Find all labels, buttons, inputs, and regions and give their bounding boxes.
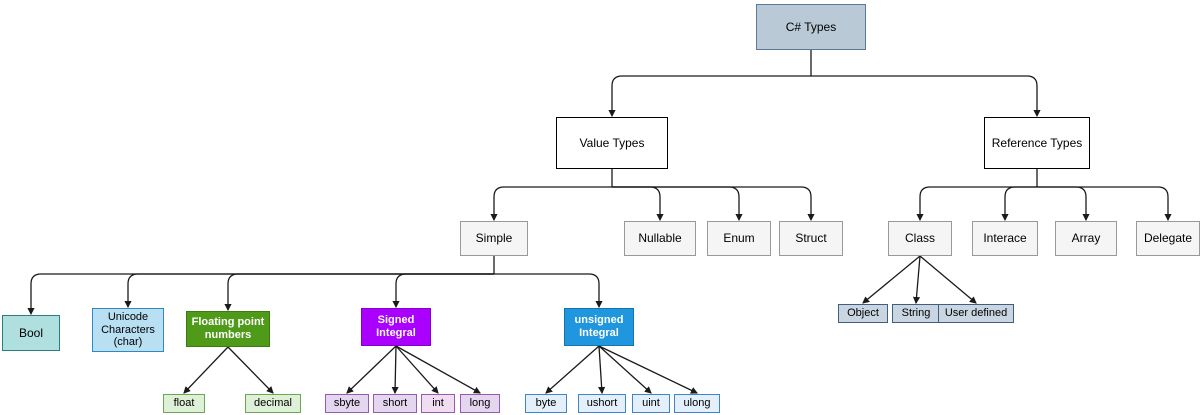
edge-simple-to-unicode-char — [124, 273, 494, 309]
edge-signed-integral-to-long — [395, 345, 481, 394]
node-label: Enum — [723, 231, 755, 246]
node-nullable[interactable]: Nullable — [624, 221, 696, 256]
node-interace[interactable]: Interace — [972, 221, 1038, 256]
node-bool[interactable]: Bool — [2, 315, 60, 351]
node-ushort[interactable]: ushort — [578, 394, 626, 413]
node-label: Interace — [983, 231, 1027, 246]
edge-class-to-object — [862, 255, 921, 304]
node-array[interactable]: Array — [1055, 221, 1117, 256]
node-delegate[interactable]: Delegate — [1136, 221, 1200, 256]
node-label: Delegate — [1143, 231, 1193, 246]
node-label: ulong — [683, 397, 711, 410]
edge-reference-types-to-array — [1037, 186, 1090, 222]
edge-simple-to-signed-integral — [392, 273, 494, 309]
edge-reference-types-to-interace — [1001, 186, 1037, 222]
node-float[interactable]: float — [163, 394, 205, 413]
node-label: short — [382, 397, 408, 410]
node-label: Simple — [475, 231, 513, 246]
node-label: uint — [642, 397, 660, 410]
node-user-defined[interactable]: User defined — [938, 304, 1014, 323]
edge-unsigned-integral-to-uint — [598, 345, 652, 394]
node-label: long — [469, 397, 491, 410]
node-short[interactable]: short — [373, 394, 417, 413]
node-string[interactable]: String — [892, 304, 940, 323]
node-reference-types[interactable]: Reference Types — [984, 117, 1090, 169]
node-label: Struct — [795, 231, 827, 246]
node-simple[interactable]: Simple — [460, 221, 528, 256]
node-long[interactable]: long — [460, 394, 500, 413]
edge-value-types-to-simple — [490, 186, 612, 222]
edge-value-types-to-nullable — [612, 186, 664, 222]
node-sbyte[interactable]: sbyte — [325, 394, 369, 413]
node-enum[interactable]: Enum — [707, 221, 771, 256]
node-label: Nullable — [638, 231, 682, 246]
node-label: sbyte — [333, 397, 361, 410]
edge-unsigned-integral-to-ulong — [598, 345, 698, 394]
edge-simple-to-bool — [27, 273, 494, 316]
node-ulong[interactable]: ulong — [674, 394, 720, 413]
edge-signed-integral-to-int — [395, 345, 439, 394]
edge-signed-integral-to-short — [391, 345, 399, 395]
node-struct[interactable]: Struct — [779, 221, 843, 256]
edge-class-to-string — [912, 255, 921, 305]
node-label: User defined — [944, 307, 1008, 320]
edge-class-to-user-defined — [919, 255, 977, 304]
edge-reference-types-to-class — [916, 186, 1037, 222]
node-label: Class — [904, 231, 935, 246]
node-label: Object — [847, 307, 879, 320]
edge-unsigned-integral-to-byte — [545, 345, 600, 394]
edge-value-types-to-struct — [612, 186, 815, 222]
edge-signed-integral-to-sbyte — [346, 345, 397, 394]
node-label: ushort — [586, 397, 618, 410]
edge-csharp-types-to-value-types — [608, 75, 811, 118]
edge-csharp-types-to-reference-types — [811, 75, 1041, 118]
node-value-types[interactable]: Value Types — [556, 117, 668, 169]
edge-value-types-to-enum — [612, 186, 743, 222]
node-label: int — [432, 397, 444, 410]
edge-floating-point-to-decimal — [227, 346, 274, 394]
node-label: byte — [535, 397, 557, 410]
node-decimal[interactable]: decimal — [245, 394, 301, 413]
edge-reference-types-to-delegate — [1037, 186, 1172, 222]
node-label: Reference Types — [991, 135, 1083, 150]
node-class[interactable]: Class — [888, 221, 952, 256]
node-label: C# Types — [785, 19, 837, 34]
edge-unsigned-integral-to-ushort — [598, 345, 606, 395]
edge-floating-point-to-float — [183, 346, 229, 394]
node-uint[interactable]: uint — [632, 394, 670, 413]
edge-simple-to-floating-point — [224, 273, 494, 312]
node-label: float — [173, 397, 195, 410]
node-object[interactable]: Object — [838, 304, 888, 323]
node-byte[interactable]: byte — [525, 394, 567, 413]
node-label: Bool — [18, 325, 44, 340]
edge-simple-to-unsigned-integral — [494, 273, 603, 309]
node-label: decimal — [254, 397, 292, 410]
node-int[interactable]: int — [421, 394, 455, 413]
node-label: Array — [1071, 231, 1101, 246]
node-label: Value Types — [579, 135, 645, 150]
node-label: String — [901, 307, 931, 320]
node-csharp-types[interactable]: C# Types — [756, 4, 866, 50]
